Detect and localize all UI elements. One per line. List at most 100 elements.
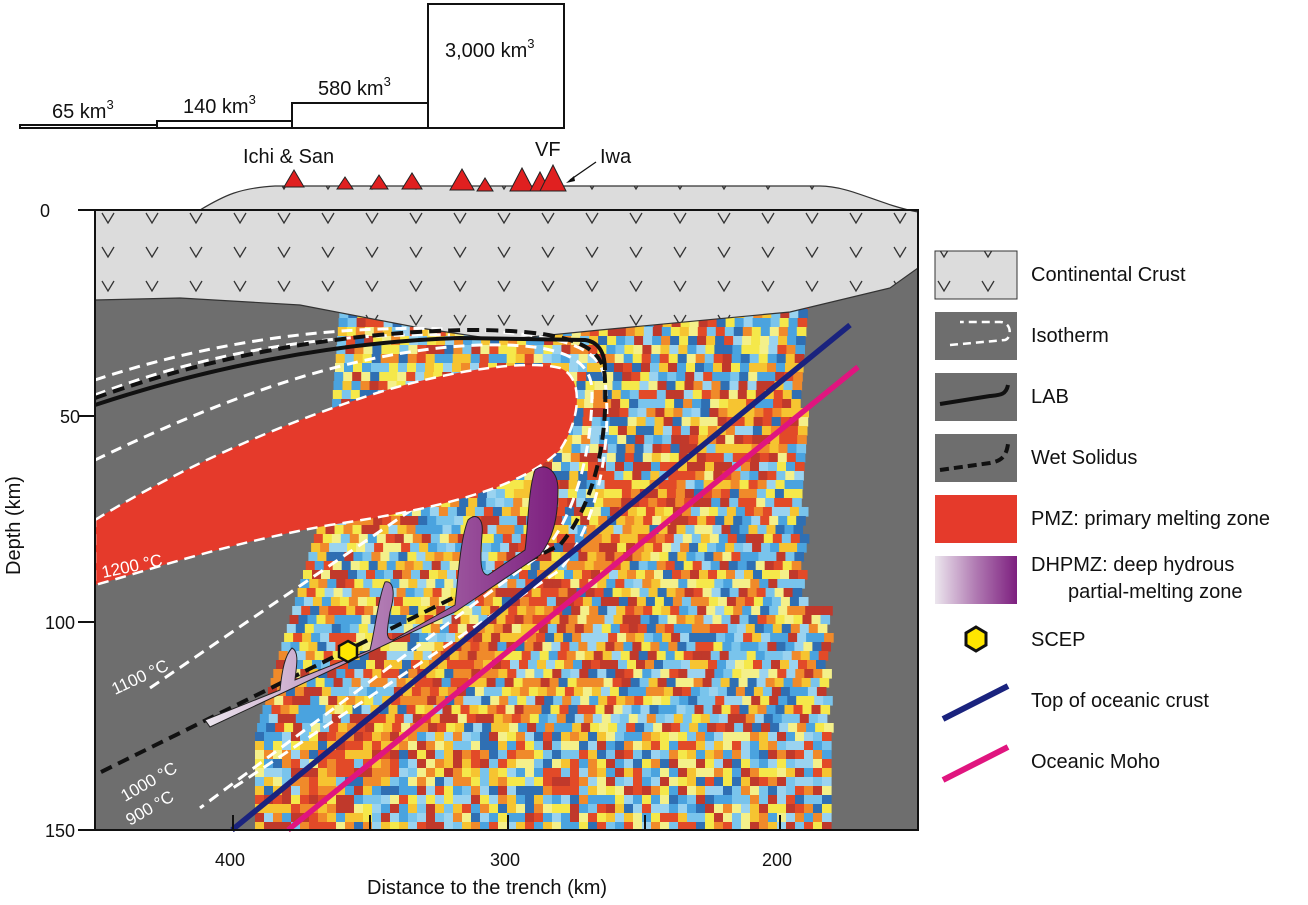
- tomography-cell: [528, 597, 539, 607]
- tomography-cell: [543, 777, 553, 787]
- tomography-cell: [428, 633, 438, 643]
- tomography-cell: [777, 750, 787, 760]
- tomography-cell: [694, 372, 704, 382]
- tomography-cell: [485, 651, 496, 661]
- tomography-cell: [560, 354, 571, 364]
- tomography-cell: [687, 579, 697, 589]
- tomography-cell: [510, 597, 521, 607]
- tomography-cell: [570, 777, 580, 787]
- legend-swatch-scep: [964, 625, 988, 653]
- tomography-cell: [680, 435, 690, 445]
- tomography-cell: [525, 741, 535, 751]
- tomography-cell: [398, 363, 408, 373]
- tomography-cell: [725, 543, 735, 553]
- tomography-cell: [327, 579, 337, 589]
- tomography-cell: [304, 714, 315, 724]
- tomography-cell: [680, 426, 691, 436]
- tomography-cell: [297, 588, 308, 598]
- tomography-cell: [768, 453, 779, 463]
- tomography-cell: [334, 372, 344, 382]
- tomography-cell: [365, 723, 375, 733]
- tomography-cell: [472, 606, 482, 616]
- tomography-cell: [541, 705, 552, 715]
- tomography-cell: [627, 507, 638, 517]
- tomography-cell: [714, 741, 724, 751]
- tomography-cell: [308, 552, 318, 562]
- tomography-cell: [597, 669, 607, 679]
- tomography-cell: [489, 759, 499, 769]
- tomography-cell: [633, 732, 643, 742]
- tomography-cell: [448, 624, 459, 634]
- tomography-cell: [737, 561, 748, 571]
- tomography-cell: [786, 345, 796, 355]
- tomography-cell: [310, 696, 320, 706]
- tomography-cell: [397, 525, 408, 535]
- tomography-cell: [363, 669, 373, 679]
- tomography-cell: [416, 354, 427, 364]
- tomography-cell: [569, 363, 579, 373]
- tomography-cell: [278, 651, 289, 661]
- tomography-cell: [493, 624, 504, 634]
- tomography-cell: [392, 543, 402, 553]
- tomography-cell: [804, 822, 814, 830]
- tomography-cell: [671, 723, 681, 733]
- tomography-cell: [266, 723, 276, 733]
- volcano: [283, 169, 305, 188]
- tomography-cell: [595, 480, 606, 490]
- tomography-cell: [399, 795, 409, 805]
- tomography-cell: [291, 759, 301, 769]
- tomography-cell: [629, 399, 639, 409]
- tomography-cell: [706, 516, 716, 526]
- tomography-cell: [703, 525, 714, 535]
- tomography-cell: [506, 354, 517, 364]
- tomography-cell: [579, 345, 589, 355]
- tomography-cell: [264, 813, 274, 823]
- tomography-cell: [310, 606, 320, 616]
- tomography-cell: [597, 579, 607, 589]
- tomography-cell: [340, 624, 351, 634]
- tomography-cell: [303, 687, 314, 697]
- tomography-cell: [753, 570, 763, 580]
- volume-bar-580: [291, 102, 429, 129]
- tomography-cell: [779, 723, 789, 733]
- tomography-cell: [574, 624, 585, 634]
- tomography-cell: [291, 732, 301, 742]
- tomography-cell: [347, 633, 357, 643]
- tomography-cell: [661, 606, 671, 616]
- tomography-cell: [705, 462, 715, 472]
- tomography-cell: [543, 750, 553, 760]
- tomography-cell: [577, 525, 588, 535]
- tomography-cell: [351, 678, 362, 688]
- tomography-cell: [608, 543, 618, 553]
- tomography-cell: [515, 642, 525, 652]
- tomography-cell: [804, 768, 814, 778]
- tomography-cell: [525, 669, 535, 679]
- tomography-cell: [570, 822, 580, 830]
- tomography-cell: [641, 552, 651, 562]
- tomography-cell: [795, 732, 805, 742]
- tomography-cell: [694, 705, 705, 715]
- tomography-cell: [525, 822, 535, 830]
- tomography-cell: [680, 318, 691, 328]
- tomography-cell: [453, 777, 463, 787]
- tomography-cell: [696, 732, 706, 742]
- tomography-cell: [735, 597, 746, 607]
- tomography-cell: [714, 579, 724, 589]
- tomography-cell: [711, 489, 722, 499]
- tomography-cell: [579, 750, 589, 760]
- tomography-cell: [804, 750, 814, 760]
- tomography-cell: [633, 822, 643, 830]
- tomography-cell: [433, 372, 443, 382]
- tomography-cell: [422, 561, 433, 571]
- tomography-cell: [465, 687, 476, 697]
- tomography-cell: [744, 687, 755, 697]
- tomography-cell: [677, 471, 687, 481]
- tomography-cell: [344, 552, 354, 562]
- tomography-cell: [732, 669, 742, 679]
- tomography-cell: [478, 705, 489, 715]
- tomography-cell: [516, 579, 526, 589]
- tomography-cell: [767, 363, 777, 373]
- tomography-cell: [765, 381, 776, 391]
- tomography-cell: [501, 507, 512, 517]
- tomography-cell: [616, 444, 627, 454]
